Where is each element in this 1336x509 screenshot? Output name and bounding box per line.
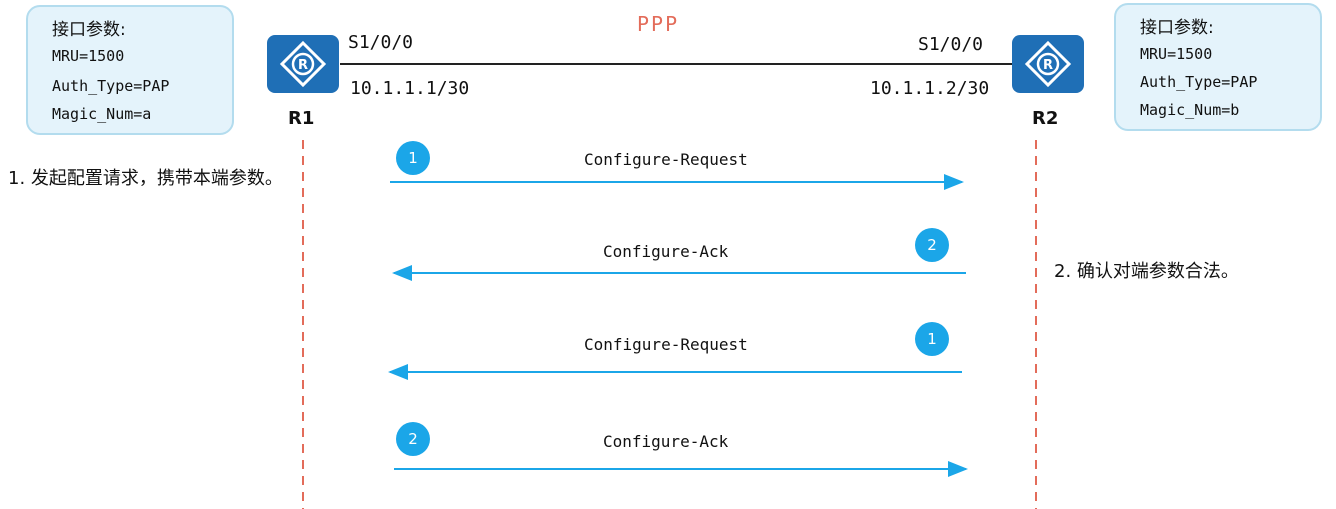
r1-param-auth: Auth_Type=PAP bbox=[52, 77, 170, 95]
r1-label: R1 bbox=[288, 108, 315, 129]
r2-param-mru: MRU=1500 bbox=[1140, 45, 1213, 63]
r2-label: R2 bbox=[1032, 108, 1059, 129]
r2-ip: 10.1.1.2/30 bbox=[870, 78, 990, 99]
r2-param-auth: Auth_Type=PAP bbox=[1140, 73, 1258, 91]
step-badge-4: 2 bbox=[396, 422, 430, 456]
r1-param-title: 接口参数: bbox=[52, 20, 126, 40]
message-label-3: Configure-Request bbox=[584, 335, 748, 354]
router-r2-icon: R bbox=[1012, 35, 1084, 93]
router-r1-icon: R bbox=[267, 35, 339, 93]
r1-param-mru: MRU=1500 bbox=[52, 47, 125, 65]
r2-param-title: 接口参数: bbox=[1140, 18, 1214, 38]
r2-param-magic: Magic_Num=b bbox=[1140, 101, 1240, 119]
step-badge-3: 1 bbox=[915, 322, 949, 356]
message-label-1: Configure-Request bbox=[584, 150, 748, 169]
note-right: 2. 确认对端参数合法。 bbox=[1054, 261, 1239, 282]
ppp-label: PPP bbox=[637, 12, 680, 36]
step-badge-1: 1 bbox=[396, 141, 430, 175]
r2-param-box: 接口参数: MRU=1500 Auth_Type=PAP Magic_Num=b bbox=[1114, 3, 1322, 131]
svg-text:R: R bbox=[298, 58, 308, 73]
r1-param-magic: Magic_Num=a bbox=[52, 105, 152, 123]
r1-interface: S1/0/0 bbox=[348, 32, 414, 53]
r1-param-box: 接口参数: MRU=1500 Auth_Type=PAP Magic_Num=a bbox=[26, 5, 234, 135]
svg-text:R: R bbox=[1043, 58, 1053, 73]
message-label-4: Configure-Ack bbox=[603, 432, 729, 451]
r2-interface: S1/0/0 bbox=[918, 34, 984, 55]
step-badge-2: 2 bbox=[915, 228, 949, 262]
message-label-2: Configure-Ack bbox=[603, 242, 729, 261]
r1-ip: 10.1.1.1/30 bbox=[350, 78, 470, 99]
note-left: 1. 发起配置请求，携带本端参数。 bbox=[8, 168, 283, 189]
